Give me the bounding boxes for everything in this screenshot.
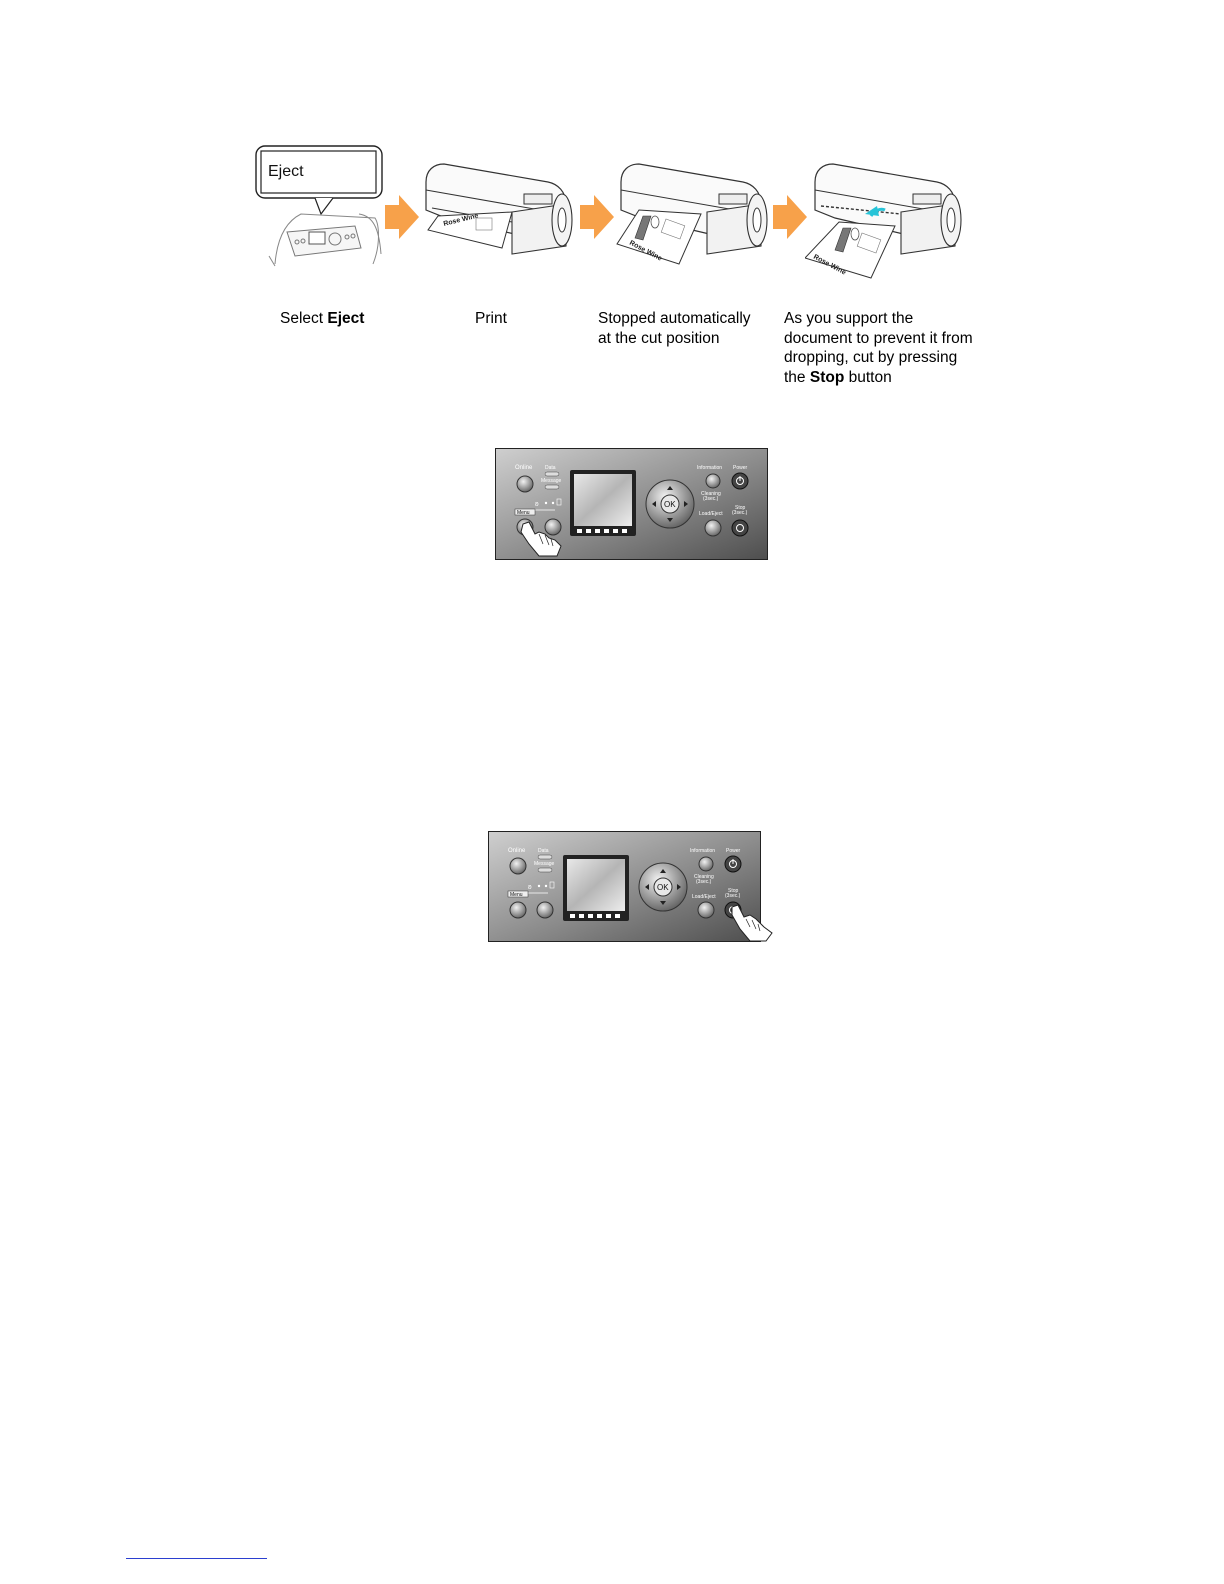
power-icon	[729, 859, 737, 868]
back-button[interactable]	[544, 518, 562, 536]
svg-text:ʚ: ʚ	[535, 501, 539, 508]
information-button[interactable]	[705, 473, 721, 489]
menu-label: Menu	[510, 892, 523, 898]
menu-label: Menu	[517, 510, 530, 516]
footnote-rule	[126, 1558, 267, 1559]
ok-label: OK	[664, 500, 676, 509]
information-label: Information	[697, 465, 722, 471]
step-2-caption: Print	[475, 310, 507, 327]
cleaning-label: Cleaning	[694, 874, 714, 880]
load-eject-button[interactable]	[697, 901, 715, 919]
online-label: Online	[515, 465, 533, 471]
eject-bubble-label: Eject	[268, 163, 304, 180]
operation-panel-menu-press: Online Data Message ʚ Menu OK Informatio…	[495, 448, 768, 560]
load-eject-label: Load/Eject	[699, 511, 723, 517]
step-3-printer-illustration: Rose Wine	[616, 163, 768, 265]
pointing-hand-icon	[520, 521, 562, 557]
online-label: Online	[508, 848, 526, 854]
power-label: Power	[733, 465, 748, 471]
step-1-caption: Select Eject	[280, 310, 365, 327]
menu-button[interactable]	[509, 901, 527, 919]
cleaning-sub-label: (3sec.)	[703, 496, 719, 502]
message-label: Message	[541, 478, 562, 484]
data-label: Data	[545, 465, 556, 471]
message-label: Message	[534, 861, 555, 867]
stop-bold-text: Stop	[809, 368, 845, 386]
stop-label: Stop	[735, 505, 746, 511]
ok-label: OK	[657, 883, 669, 892]
operation-panel-stop-press: Online Data Message ʚ Menu OK Informatio…	[488, 831, 773, 942]
step-2-printer-illustration: Rose Wine	[425, 163, 573, 255]
stop-button[interactable]	[731, 519, 749, 537]
ok-button[interactable]	[653, 877, 673, 897]
information-label: Information	[690, 848, 715, 854]
cleaning-sub-label: (3sec.)	[696, 879, 712, 885]
step-arrow-icon	[385, 195, 419, 239]
online-button[interactable]	[509, 857, 527, 875]
right-button[interactable]	[677, 884, 681, 890]
step-4-printer-illustration: Rose Wine	[805, 163, 962, 279]
power-label: Power	[726, 848, 741, 854]
up-button[interactable]	[667, 486, 673, 490]
online-button[interactable]	[516, 475, 534, 493]
back-button[interactable]	[536, 901, 554, 919]
stop-icon	[736, 524, 744, 532]
left-button[interactable]	[652, 501, 656, 507]
power-icon	[736, 476, 744, 485]
step-1-illustration: Eject	[255, 145, 383, 267]
left-button[interactable]	[645, 884, 649, 890]
stop-label: Stop	[728, 888, 739, 894]
down-button[interactable]	[667, 518, 673, 522]
up-button[interactable]	[660, 869, 666, 873]
down-button[interactable]	[660, 901, 666, 905]
step-3-caption: Stopped automatically at the cut positio…	[598, 310, 751, 347]
stop-sub-label: (3sec.)	[725, 893, 741, 899]
step-4-caption: As you support the document to prevent i…	[784, 310, 973, 386]
step-1-caption-bold: Eject	[327, 310, 365, 327]
pointing-hand-icon	[731, 904, 773, 942]
load-eject-button[interactable]	[704, 519, 722, 537]
cleaning-label: Cleaning	[701, 491, 721, 497]
svg-text:ʚ: ʚ	[528, 884, 532, 891]
step-arrow-icon	[773, 195, 807, 239]
ok-button[interactable]	[660, 494, 680, 514]
stop-sub-label: (3sec.)	[732, 510, 748, 516]
data-label: Data	[538, 848, 549, 854]
right-button[interactable]	[684, 501, 688, 507]
load-eject-label: Load/Eject	[692, 894, 716, 900]
information-button[interactable]	[698, 856, 714, 872]
step-arrow-icon	[580, 195, 614, 239]
